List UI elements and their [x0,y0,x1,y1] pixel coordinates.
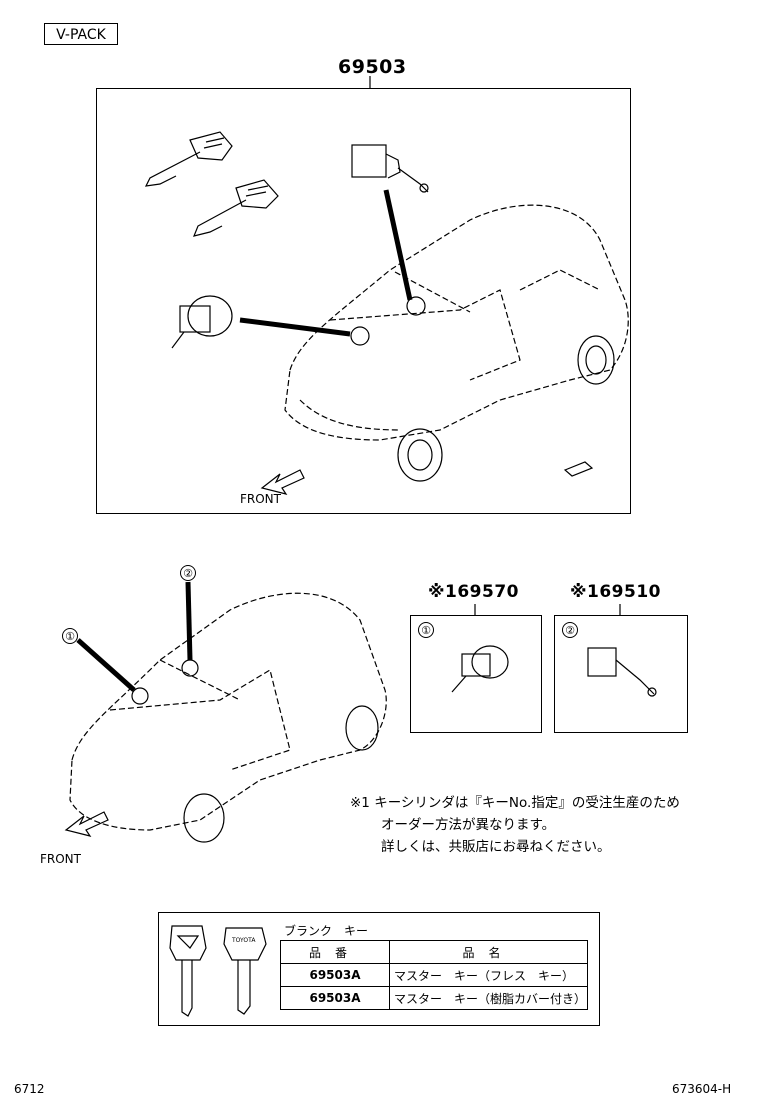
marker-1: ① [62,628,78,644]
col-name-header: 品名 [389,940,588,964]
key-table-title: ブランク キー [284,924,369,938]
key-table-key-icon-2 [223,927,267,1015]
table-row: 69503A マスター キー（樹脂カバー付き） [280,986,588,1010]
subpart-1-marker: ① [418,622,434,638]
front-wheel [397,428,443,482]
car-outline-lower [69,592,387,831]
row-name: マスター キー（フレス キー） [389,963,588,987]
leader-marker2 [185,581,193,661]
small-part-icon [563,461,594,477]
car-outline-main [284,204,629,441]
front-arrow-icon-1 [260,469,305,495]
key-table: 品番 品名 69503A マスター キー（フレス キー） 69503A マスター… [280,940,588,1010]
row-part-number: 69503A [280,986,390,1010]
note-line-2: オーダー方法が異なります。 [381,817,556,833]
ignition-cylinder-icon [171,295,233,349]
leader-ignition [239,317,351,337]
master-key-icon-2 [193,179,279,237]
key-table-box [158,912,600,1026]
marker-2: ② [180,565,196,581]
leader-door-lock [383,189,413,301]
subpart-1-box [410,615,542,733]
note-line-1: ※1 キーシリンダは『キーNo.指定』の受注生産のため [350,795,680,811]
footer-left: 6712 [14,1082,45,1096]
main-assembly-box [96,88,631,514]
col-part-number-header: 品番 [280,940,390,964]
subpart-door-lock-icon [587,647,657,697]
note-line-3: 詳しくは、共販店にお尋ねください。 [381,839,611,855]
key-brand-label: TOYOTA [232,937,256,944]
leader-marker1 [76,638,136,692]
lower-rear-wheel [345,705,379,751]
master-key-icon-1 [144,131,233,187]
main-part-number: 69503 [338,56,407,78]
front-label-1: FRONT [240,492,281,506]
subpart-ignition-icon [451,645,509,693]
subpart-2-number: ※169510 [570,582,661,602]
row-part-number: 69503A [280,963,390,987]
rear-wheel [577,335,615,385]
lower-front-wheel [183,793,225,843]
row-name: マスター キー（樹脂カバー付き） [389,986,588,1010]
subpart-1-number: ※169570 [428,582,519,602]
subpart-2-box [554,615,688,733]
table-row: 69503A マスター キー（フレス キー） [280,963,588,987]
key-table-key-icon-1 [169,925,207,1017]
front-label-2: FRONT [40,852,81,866]
v-pack-badge: V-PACK [44,23,118,45]
footer-right: 673604-H [672,1082,732,1096]
door-lock-cylinder-icon [351,144,429,193]
front-arrow-icon-2 [64,811,109,837]
subpart-2-marker: ② [562,622,578,638]
